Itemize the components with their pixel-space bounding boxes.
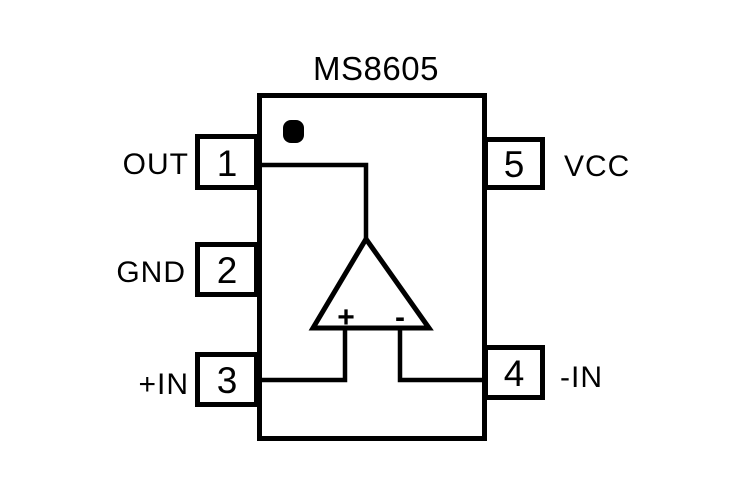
pin-5-group: 5 VCC bbox=[483, 137, 630, 190]
pin-4-group: 4 -IN bbox=[483, 345, 603, 400]
pin-label-vcc: VCC bbox=[564, 150, 630, 183]
pin-label-minus-in: -IN bbox=[560, 361, 603, 394]
pin-number-2: 2 bbox=[217, 250, 238, 291]
pin-1-group: 1 OUT bbox=[123, 134, 259, 190]
wire-out-to-opamp bbox=[257, 162, 369, 243]
pin-number-3: 3 bbox=[217, 360, 238, 401]
opamp-triangle bbox=[308, 234, 434, 331]
pin1-marker-dot bbox=[283, 120, 304, 143]
opamp-noninverting-input-sign: + bbox=[337, 301, 355, 334]
opamp-inverting-input-sign: - bbox=[395, 301, 405, 334]
chip-title: MS8605 bbox=[313, 50, 439, 87]
pin-label-gnd: GND bbox=[116, 256, 186, 289]
pin-box-3 bbox=[195, 352, 259, 407]
pin-box-1 bbox=[195, 134, 259, 190]
pin-label-plus-in: +IN bbox=[138, 368, 189, 401]
pin-number-5: 5 bbox=[504, 144, 525, 185]
pin-box-4 bbox=[483, 345, 545, 400]
pin-label-out: OUT bbox=[123, 148, 189, 181]
wire-plus-in bbox=[257, 328, 348, 383]
pin-box-2 bbox=[195, 242, 259, 297]
pin-box-5 bbox=[483, 137, 545, 190]
pin-3-group: 3 +IN bbox=[138, 352, 259, 407]
pin-number-1: 1 bbox=[217, 143, 238, 184]
pin-number-4: 4 bbox=[504, 353, 525, 394]
wire-minus-in bbox=[397, 328, 488, 383]
pin-2-group: 2 GND bbox=[116, 242, 259, 297]
